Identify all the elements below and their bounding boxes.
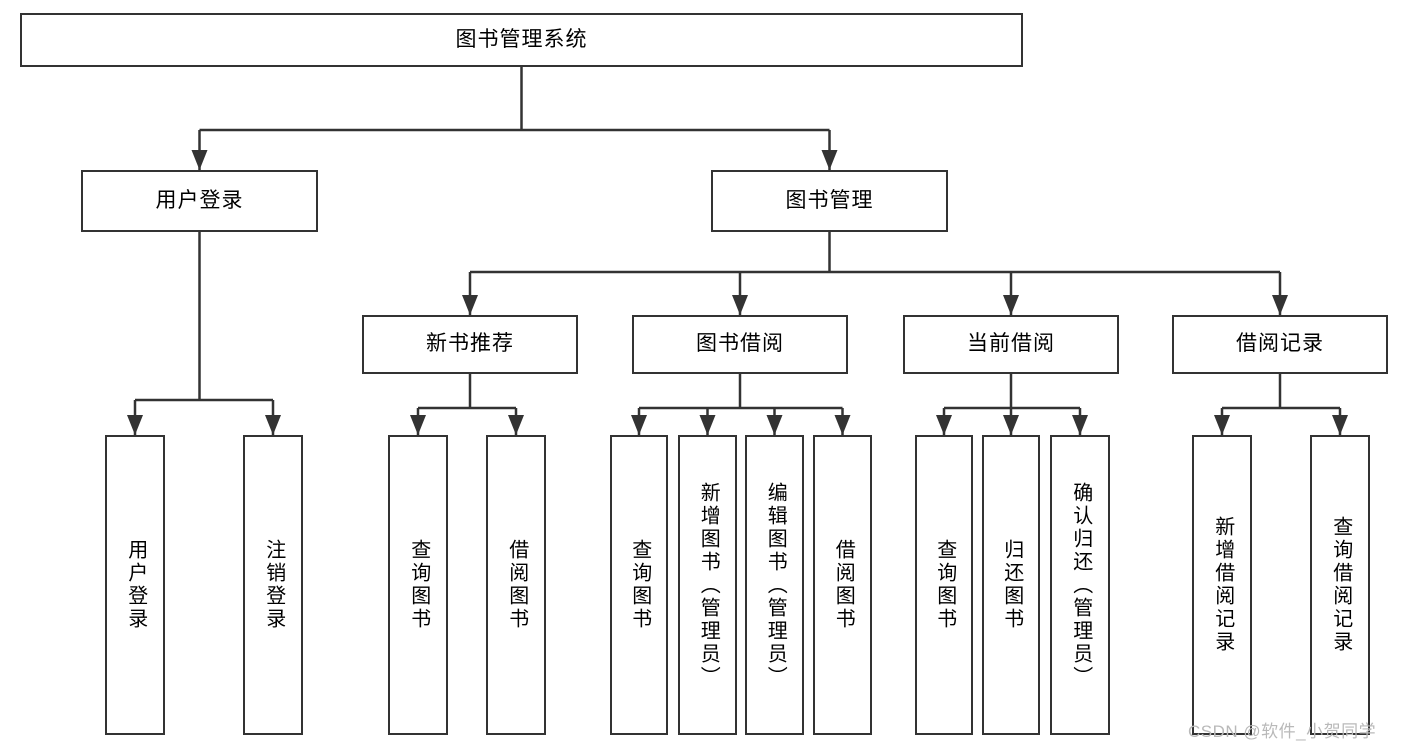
edge-arrowhead [1072,415,1088,435]
node-label: 用户登录 [124,539,147,631]
node-leaf-bw-q[interactable]: 查询图书 [610,435,668,735]
edge-arrowhead [834,415,851,435]
edge-arrowhead [766,415,783,435]
node-label: 新书推荐 [426,332,514,356]
node-leaf-rc-a[interactable]: 新增借阅记录 [1192,435,1252,735]
node-label: 新增图书（管理员） [697,481,720,689]
edge-arrowhead [1332,415,1348,435]
edge-arrowhead [699,415,716,435]
edge-arrowhead [508,415,524,435]
edge-arrowhead [127,415,143,435]
node-label: 当前借阅 [967,332,1055,356]
node-leaf-logout[interactable]: 注销登录 [243,435,303,735]
node-label: 注销登录 [262,539,285,631]
csdn-watermark: CSDN @软件_小贺同学 [1188,722,1377,741]
edge-arrowhead [462,295,478,315]
node-leaf-rc-q[interactable]: 查询借阅记录 [1310,435,1370,735]
node-leaf-bw-e[interactable]: 编辑图书（管理员） [745,435,804,735]
node-records[interactable]: 借阅记录 [1172,315,1388,374]
node-leaf-login[interactable]: 用户登录 [105,435,165,735]
node-label: 新增借阅记录 [1211,516,1234,654]
edge-arrowhead [1214,415,1230,435]
edge-arrowhead [265,415,281,435]
node-login[interactable]: 用户登录 [81,170,318,232]
node-label: 编辑图书（管理员） [764,481,787,689]
edge-arrowhead [821,150,838,170]
edge-arrowhead [191,150,208,170]
edge-arrowhead [936,415,952,435]
node-leaf-bw-a[interactable]: 新增图书（管理员） [678,435,737,735]
node-label: 确认归还（管理员） [1069,481,1092,689]
node-label: 借阅图书 [505,539,528,631]
node-leaf-cu-r[interactable]: 归还图书 [982,435,1040,735]
node-label: 图书管理 [785,188,874,212]
edge-arrowhead [410,415,426,435]
node-label: 查询图书 [933,539,956,631]
node-label: 图书借阅 [696,332,784,356]
edge-arrowhead [1003,295,1019,315]
node-label: 归还图书 [1000,539,1023,631]
node-label: 用户登录 [155,188,244,212]
node-label: 借阅记录 [1236,332,1324,356]
node-label: 查询借阅记录 [1329,516,1352,654]
node-label: 借阅图书 [832,539,855,631]
edge-arrowhead [1272,295,1288,315]
edge-arrowhead [1003,415,1019,435]
node-newbook[interactable]: 新书推荐 [362,315,578,374]
node-current[interactable]: 当前借阅 [903,315,1119,374]
node-leaf-cu-q[interactable]: 查询图书 [915,435,973,735]
node-borrow[interactable]: 图书借阅 [632,315,848,374]
node-leaf-nb-b[interactable]: 借阅图书 [486,435,546,735]
node-root[interactable]: 图书管理系统 [20,13,1023,67]
node-leaf-bw-b[interactable]: 借阅图书 [813,435,872,735]
node-label: 图书管理系统 [455,27,588,51]
node-label: 查询图书 [628,539,651,631]
node-leaf-cu-c[interactable]: 确认归还（管理员） [1050,435,1110,735]
edge-arrowhead [631,415,647,435]
edge-arrowhead [732,295,748,315]
node-label: 查询图书 [407,539,430,631]
node-leaf-nb-q[interactable]: 查询图书 [388,435,448,735]
node-bookmgmt[interactable]: 图书管理 [711,170,948,232]
